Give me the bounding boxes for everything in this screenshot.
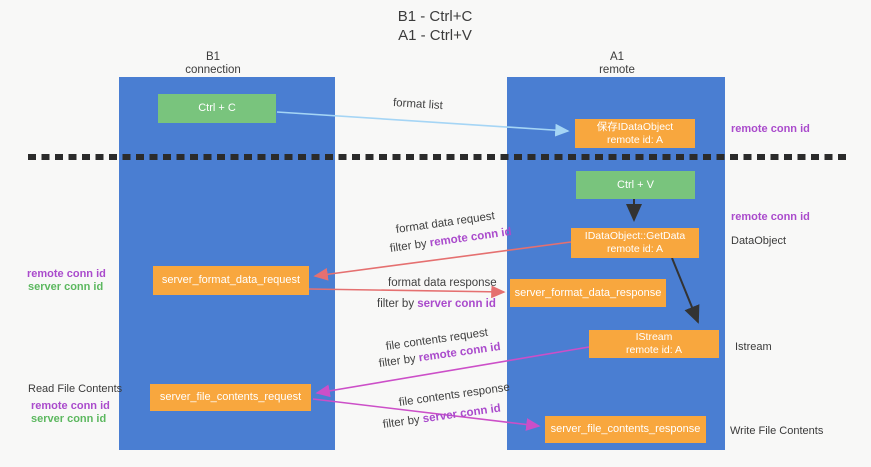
format-data-response-label: format data response: [388, 277, 497, 289]
save-idataobject-label: 保存IDataObject: [596, 120, 674, 133]
format-data-response-arrow: [308, 285, 506, 299]
title-line-a1: A1 - Ctrl+V: [398, 27, 472, 44]
ctrl-v-label: Ctrl + V: [617, 178, 654, 191]
getdata-label: IDataObject::GetData: [584, 230, 686, 242]
ctrl-v-box: Ctrl + V: [576, 171, 695, 199]
format-list-arrow-label: format list: [392, 97, 444, 113]
left-column-role: connection: [185, 64, 241, 76]
format-response-filter-prefix: filter by: [377, 298, 418, 310]
server-conn-id-label-format-left: server conn id: [28, 281, 104, 293]
istream-box: IStream remote id: A: [589, 330, 719, 358]
server-file-contents-response-label: server_file_contents_response: [550, 423, 701, 435]
right-column-role: remote: [599, 64, 635, 76]
server-format-data-request-label: server_format_data_request: [161, 274, 301, 286]
server-conn-id-label-file-left: server conn id: [31, 413, 107, 425]
file-request-filter-prefix: filter by: [378, 352, 420, 370]
remote-conn-id-label-mid: remote conn id: [731, 211, 810, 223]
server-format-data-request-box: server_format_data_request: [153, 266, 309, 295]
istream-label: IStream: [635, 331, 673, 343]
dataobject-label: DataObject: [731, 235, 787, 247]
remote-conn-id-label-format-left: remote conn id: [27, 268, 106, 280]
file-response-filter-prefix: filter by: [382, 413, 424, 431]
server-file-contents-request-box: server_file_contents_request: [150, 384, 311, 411]
istream-remote-id: remote id: A: [625, 344, 683, 356]
istream-side-label: Istream: [735, 341, 772, 353]
server-format-data-response-label: server_format_data_response: [514, 286, 662, 299]
getdata-remote-id: remote id: A: [606, 243, 664, 255]
read-file-contents-label: Read File Contents: [28, 383, 123, 395]
left-column-name: B1: [205, 51, 221, 63]
format-response-filter-label: filter by server conn id: [377, 298, 496, 310]
idataobject-getdata-box: IDataObject::GetData remote id: A: [571, 228, 699, 258]
server-file-contents-request-label: server_file_contents_request: [159, 391, 302, 403]
left-column-header: B1 connection: [163, 51, 263, 77]
remote-conn-id-label-top: remote conn id: [731, 123, 810, 135]
diagram-title: B1 - Ctrl+C A1 - Ctrl+V: [340, 7, 530, 45]
server-format-data-response-box: server_format_data_response: [510, 279, 666, 307]
ctrl-c-label: Ctrl + C: [198, 102, 236, 114]
right-column-name: A1: [609, 51, 625, 63]
save-idataobject-box: 保存IDataObject remote id: A: [575, 119, 695, 148]
ctrl-c-box: Ctrl + C: [158, 94, 276, 123]
write-file-contents-label: Write File Contents: [730, 425, 824, 437]
format-response-filter-id: server conn id: [417, 298, 496, 310]
title-line-b1: B1 - Ctrl+C: [397, 8, 473, 25]
server-file-contents-response-box: server_file_contents_response: [545, 416, 706, 443]
file-response-filter-id: server conn id: [422, 402, 502, 426]
right-column-header: A1 remote: [567, 51, 667, 77]
remote-conn-id-label-file-left: remote conn id: [31, 400, 110, 412]
save-idataobject-remote-id: remote id: A: [606, 133, 664, 146]
format-request-filter-prefix: filter by: [389, 237, 431, 255]
